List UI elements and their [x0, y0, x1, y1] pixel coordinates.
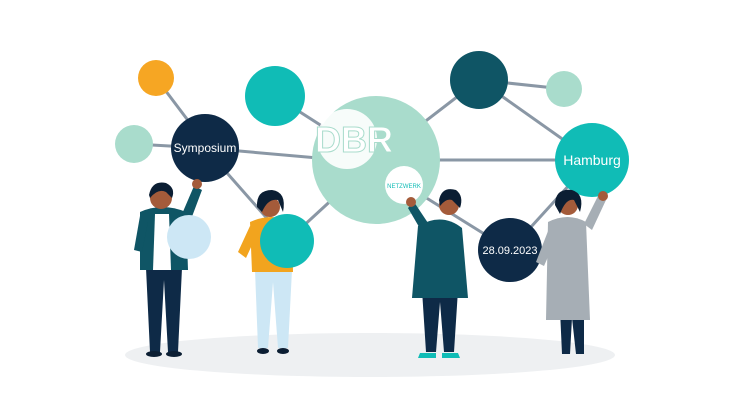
light-blue-node: [167, 215, 211, 259]
orange-node: [138, 60, 174, 96]
teal-node-top: [245, 66, 305, 126]
ground-shadow: [125, 333, 615, 377]
dbr-logo-node: DBR NETZWERK: [312, 96, 440, 224]
symposium-node: Symposium: [171, 114, 239, 182]
person-left: [134, 179, 202, 357]
person-right: [536, 189, 608, 354]
symposium-label: Symposium: [174, 141, 237, 155]
dark-teal-node: [450, 51, 508, 109]
person-middle-right: [406, 189, 468, 358]
mint-node-right: [546, 71, 582, 107]
logo-netzwerk-badge: [385, 166, 423, 204]
date-label: 28.09.2023: [482, 245, 537, 257]
date-node: 28.09.2023: [478, 218, 542, 282]
logo-sub-text: NETZWERK: [387, 184, 421, 190]
hamburg-label: Hamburg: [563, 152, 621, 168]
logo-main-text: DBR: [315, 119, 393, 160]
teal-node-held: [260, 214, 314, 268]
mint-node-left: [115, 125, 153, 163]
hamburg-node: Hamburg: [555, 123, 629, 197]
